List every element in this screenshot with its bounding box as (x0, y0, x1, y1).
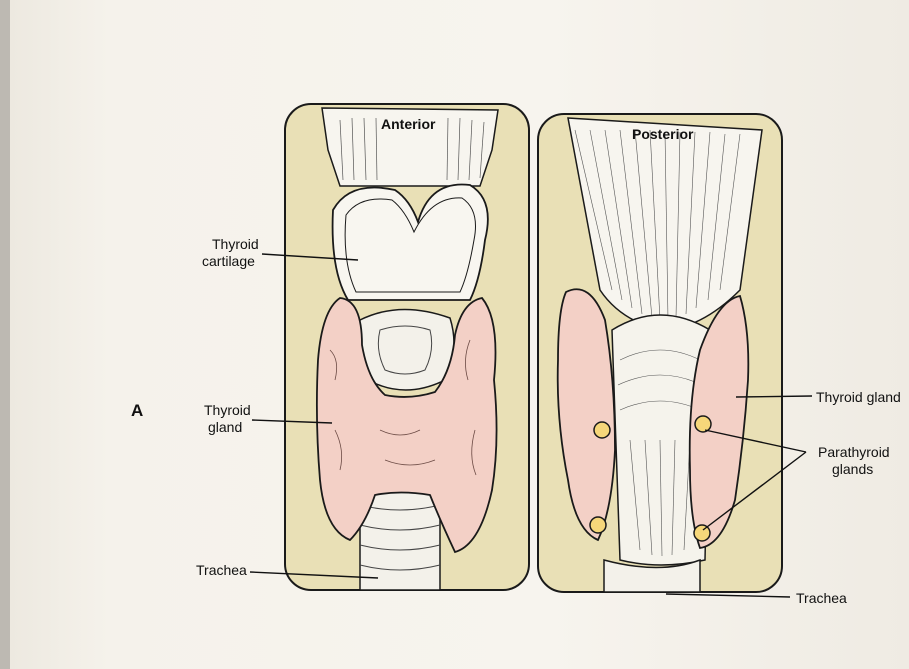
thyroid-gland-label-line1: Thyroid (204, 402, 251, 419)
thyroid-cartilage-label-line1: Thyroid (212, 236, 259, 253)
anterior-panel (285, 104, 529, 590)
anterior-title: Anterior (381, 116, 435, 133)
thyroid-gland-label-line2: gland (208, 419, 242, 436)
trachea-label-anterior: Trachea (196, 562, 247, 579)
thyroid-gland-label-posterior: Thyroid gland (816, 389, 901, 406)
posterior-title: Posterior (632, 126, 693, 143)
trachea-label-posterior: Trachea (796, 590, 847, 607)
parathyroid-label-line2: glands (832, 461, 873, 478)
parathyroid-label-line1: Parathyroid (818, 444, 890, 461)
posterior-panel (538, 114, 782, 592)
thyroid-cartilage-label-line2: cartilage (202, 253, 255, 270)
figure-letter: A (131, 401, 143, 421)
